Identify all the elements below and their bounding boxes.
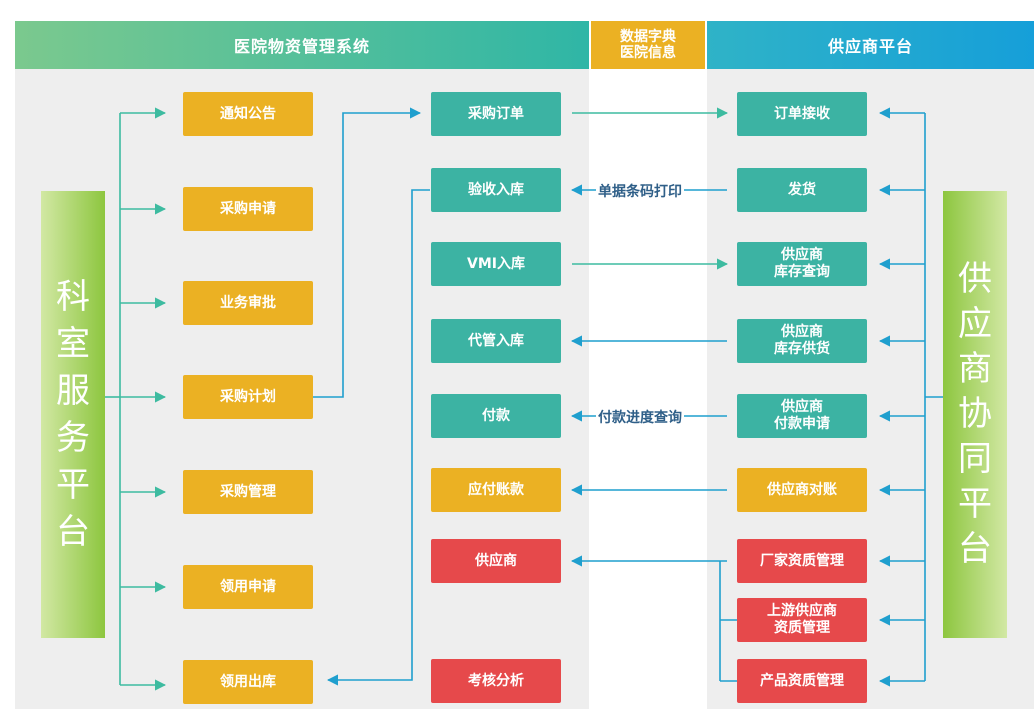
assessment-box[interactable]: 考核分析 xyxy=(431,659,561,703)
left-platform-connectors xyxy=(105,107,167,691)
product-qualification-box[interactable]: 产品资质管理 xyxy=(737,659,867,703)
manufacturer-qualification-box[interactable]: 厂家资质管理 xyxy=(737,539,867,583)
payment-box[interactable]: 付款 xyxy=(431,394,561,438)
supplier-reconciliation-box[interactable]: 供应商对账 xyxy=(737,468,867,512)
business-approval-box[interactable]: 业务审批 xyxy=(183,281,313,325)
purchase-plan-box[interactable]: 采购计划 xyxy=(183,375,313,419)
notice-box[interactable]: 通知公告 xyxy=(183,92,313,136)
purchase-request-box[interactable]: 采购申请 xyxy=(183,187,313,231)
purchase-management-box[interactable]: 采购管理 xyxy=(183,470,313,514)
hospital-system-header: 医院物资管理系统 xyxy=(15,21,589,69)
acceptance-inbound-box[interactable]: 验收入库 xyxy=(431,168,561,212)
barcode-print-label: 单据条码打印 xyxy=(596,181,684,201)
supplier-box[interactable]: 供应商 xyxy=(431,539,561,583)
data-dictionary-header: 数据字典 医院信息 xyxy=(591,21,705,69)
supplier-collab-platform-label: 供 应 商 协 同 平 台 xyxy=(958,259,992,569)
purchase-order-box[interactable]: 采购订单 xyxy=(431,92,561,136)
shipping-box[interactable]: 发货 xyxy=(737,168,867,212)
requisition-request-box[interactable]: 领用申请 xyxy=(183,565,313,609)
supplier-platform-header: 供应商平台 xyxy=(707,21,1034,69)
hospital-system-title: 医院物资管理系统 xyxy=(233,37,370,56)
qualification-to-supplier-connectors xyxy=(570,555,737,682)
acceptance-to-outbound-connector xyxy=(326,189,430,686)
dept-service-platform: 科 室 服 务 平 台 xyxy=(41,191,105,638)
vmi-inbound-box[interactable]: VMI入库 xyxy=(431,242,561,286)
supplier-platform-title: 供应商平台 xyxy=(827,37,913,56)
supplier-inventory-query-box[interactable]: 供应商 库存查询 xyxy=(737,242,867,286)
order-receipt-box[interactable]: 订单接收 xyxy=(737,92,867,136)
data-dictionary-title: 数据字典 医院信息 xyxy=(620,29,676,61)
consignment-inbound-box[interactable]: 代管入库 xyxy=(431,319,561,363)
supplier-collab-platform: 供 应 商 协 同 平 台 xyxy=(943,191,1007,638)
right-platform-connectors xyxy=(878,107,943,687)
dept-service-platform-label: 科 室 服 务 平 台 xyxy=(56,276,90,552)
supplier-payment-request-box[interactable]: 供应商 付款申请 xyxy=(737,394,867,438)
supplier-inventory-supply-box[interactable]: 供应商 库存供货 xyxy=(737,319,867,363)
upstream-qualification-box[interactable]: 上游供应商 资质管理 xyxy=(737,598,867,642)
payment-progress-label: 付款进度查询 xyxy=(596,407,684,427)
requisition-outbound-box[interactable]: 领用出库 xyxy=(183,660,313,704)
accounts-payable-box[interactable]: 应付账款 xyxy=(431,468,561,512)
plan-to-order-connector xyxy=(313,107,422,398)
